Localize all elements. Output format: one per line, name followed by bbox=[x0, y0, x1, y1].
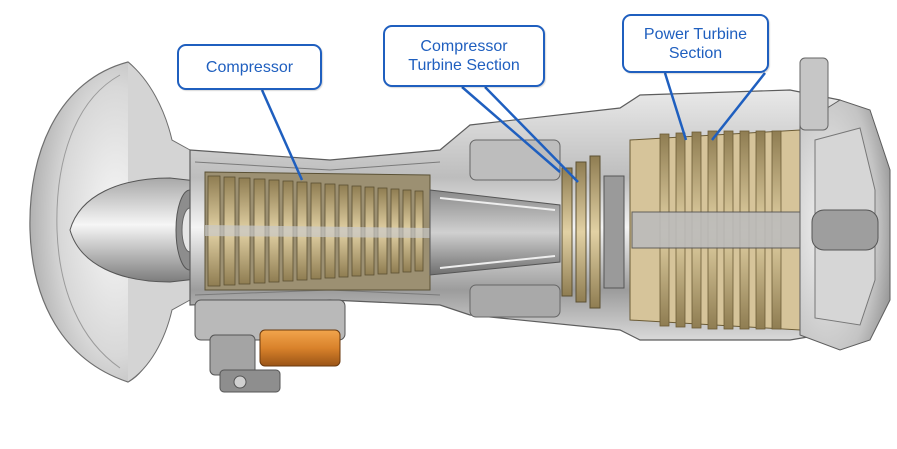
power-turbine-section-callout: Power Turbine Section bbox=[622, 14, 769, 73]
accessory-gearbox bbox=[194, 299, 346, 393]
callout-leader-lines bbox=[260, 72, 766, 183]
combustor-section bbox=[429, 139, 561, 318]
compressor-turbine-section-callout: Compressor Turbine Section bbox=[383, 25, 545, 87]
compressor-turbine-label-line2: Turbine Section bbox=[408, 57, 520, 74]
power-turbine-label-line2: Section bbox=[668, 44, 723, 62]
power-turbine-label-line1: Power Turbine bbox=[643, 25, 748, 43]
exhaust-section bbox=[799, 57, 891, 351]
compressor-rotor bbox=[204, 171, 431, 291]
compressor-turbine-rotor bbox=[561, 155, 625, 309]
compressor-turbine-label-line1: Compressor bbox=[420, 38, 508, 55]
power-turbine-rotor bbox=[629, 129, 803, 331]
compressor-callout: Compressor bbox=[177, 44, 322, 90]
compressor-label: Compressor bbox=[205, 58, 294, 76]
